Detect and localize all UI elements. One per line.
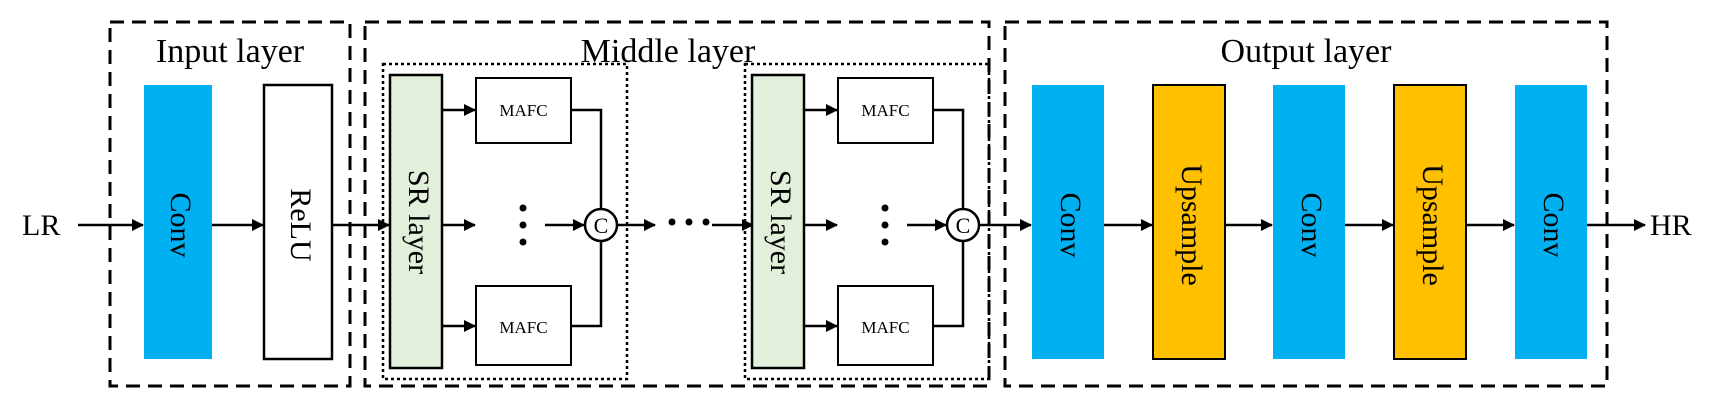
mafc-1-top-label: MAFC [499,101,547,120]
output-conv-1-block [1032,85,1104,359]
output-layer-title: Output layer [1221,33,1393,70]
module-1-frame [381,62,629,381]
output-layer-frame [1003,20,1609,388]
concat-2-label: C [956,213,971,238]
input-lr-label: LR [22,209,60,242]
output-hr-label: HR [1650,209,1692,242]
upsample-2-block [1393,84,1467,360]
sr-layer-2-label: SR layer [764,170,797,274]
output-conv-3-label: Conv [1537,192,1570,257]
mafc-2-top-label: MAFC [861,101,909,120]
mafc2-bottom-to-concat-line [933,241,965,328]
mafc-2-bottom-label: MAFC [861,318,909,337]
vertical-ellipsis-icon [519,204,527,246]
mafc2-top-to-concat-line [933,108,965,209]
module-2-frame [743,62,991,381]
input-layer-title: Input layer [156,33,305,70]
mafc1-top-to-concat-line [571,108,603,209]
input-conv-label: Conv [164,192,197,257]
sr-layer-2-block [750,73,806,370]
upsample-1-label: Upsample [1175,164,1208,286]
horizontal-ellipsis-icon [668,218,710,226]
mafc-1-bottom-label: MAFC [499,318,547,337]
output-conv-2-block [1273,85,1345,359]
output-conv-1-label: Conv [1054,192,1087,257]
concat-1-label: C [594,213,609,238]
upsample-1-block [1152,84,1226,360]
mafc-2-top-block [837,77,934,144]
sr-layer-1-label: SR layer [402,170,435,274]
input-conv-block [144,85,212,359]
upsample-2-label: Upsample [1416,164,1449,286]
mafc-1-top-block [475,77,572,144]
sr-layer-1-block [388,73,444,370]
relu-label: ReLU [284,188,317,262]
mafc-2-bottom-block [837,285,934,366]
output-conv-3-block [1515,85,1587,359]
output-conv-2-label: Conv [1295,192,1328,257]
relu-block [262,83,334,361]
vertical-ellipsis-icon [881,204,889,246]
mafc1-bottom-to-concat-line [571,241,603,328]
middle-layer-title: Middle layer [581,33,756,70]
input-layer-frame [108,20,352,388]
mafc-1-bottom-block [475,285,572,366]
